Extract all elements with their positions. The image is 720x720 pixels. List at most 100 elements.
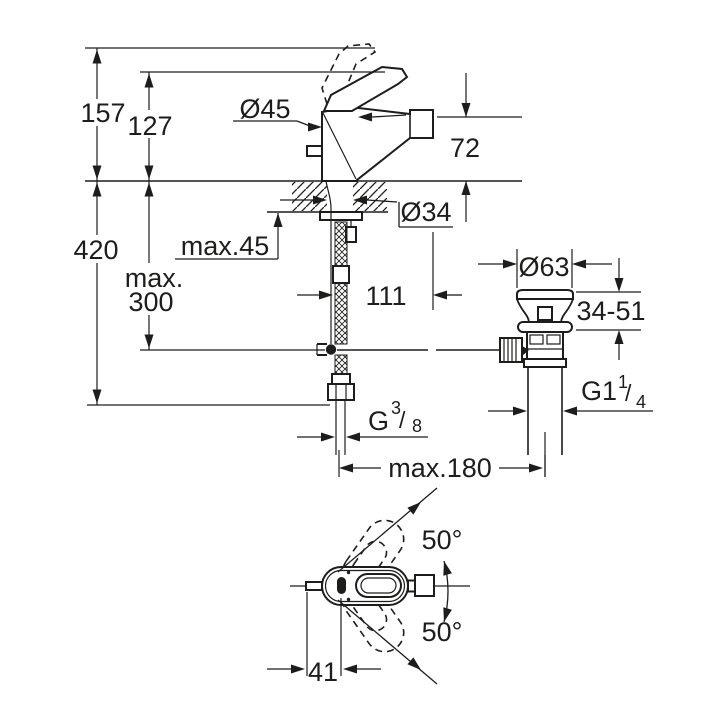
- dim-d34-stem-right: [366, 199, 398, 203]
- dim-127-arrow-down: [144, 165, 154, 180]
- angle-leader-upper: [337, 487, 438, 573]
- dim-thread-g114-sup: 1: [618, 372, 628, 392]
- dim-157-arrow-down: [92, 165, 102, 180]
- dim-max180: max.180: [338, 450, 546, 483]
- drain-lower-flange: [523, 358, 567, 368]
- flex-hose-braid-lower: [334, 354, 348, 375]
- dim-157-label-bg: [80, 99, 124, 126]
- deck-hatch-left: [292, 182, 327, 211]
- dim-g114-arrow-right: [513, 406, 527, 416]
- dim-width-111-label: 111: [365, 281, 406, 311]
- dim-max45: max.45: [175, 213, 283, 261]
- pop-up-knob-top-view: [337, 577, 346, 594]
- dim-g38-arrow-right: [321, 432, 335, 442]
- dim-height-72-label: 72: [450, 133, 480, 163]
- angle-arrow-upper: [407, 502, 421, 515]
- dim-111: 111: [297, 232, 462, 311]
- dim-angle-50: 50° 50°: [337, 487, 463, 685]
- dim-g38: G 3 / 8: [297, 398, 428, 442]
- dim-41-arrow-left: [343, 664, 357, 674]
- drain-valve-body: [526, 331, 564, 360]
- angle-leader-lower: [337, 599, 438, 685]
- dim-thread-g114-base: G1: [581, 376, 617, 406]
- body-inner-line: [322, 112, 357, 180]
- dim-dia45-label: Ø45: [239, 94, 290, 124]
- drain-funnel: [516, 298, 574, 323]
- hose-hex-nut: [327, 383, 355, 401]
- pop-up-rod-pin: [305, 581, 323, 591]
- dim-41-arrow-right: [291, 664, 305, 674]
- dim-d45-arrow-right: [308, 122, 322, 132]
- dim-range-34-51-label: 34-51: [576, 296, 645, 326]
- center-dot-bottom: [346, 597, 351, 602]
- dim-420-label-bg: [72, 235, 120, 263]
- dim-d45-leader: [296, 120, 311, 127]
- dim-max300-arrow-down: [144, 334, 154, 349]
- hose-coupler: [332, 265, 350, 284]
- dim-height-127-label: 127: [127, 111, 172, 141]
- dim-angle-upper-label: 50°: [422, 525, 463, 555]
- dim-3451-arrow-down: [614, 278, 624, 292]
- dim-d45: Ø45: [233, 94, 407, 132]
- rod-ball-joint: [325, 344, 337, 355]
- lever-slot-outer: [355, 573, 402, 598]
- connector-square: [414, 574, 435, 597]
- dim-420-arrow-down: [92, 389, 102, 404]
- dim-max180-arrow-right: [529, 463, 543, 473]
- dim-72: 72: [437, 73, 522, 222]
- handle-top-view-inner-outline: [324, 569, 406, 603]
- pop-up-knob-side: [306, 145, 323, 157]
- drain-lift-knob: [537, 306, 553, 321]
- dim-157-arrow-up: [92, 49, 102, 64]
- supply-hose-and-rod: [316, 180, 355, 455]
- dim-angle-lower-label: 50°: [422, 617, 463, 647]
- dim-thread-g38-base: G: [368, 406, 389, 436]
- angle-arc-arrow-top: [443, 561, 452, 576]
- dim-max180-label: max.180: [388, 453, 492, 483]
- flex-hose-braid-upper: [334, 221, 348, 267]
- handle-swing-lower-inner: [351, 589, 388, 632]
- lever-handle: [322, 65, 409, 112]
- dim-41: 41: [267, 592, 381, 687]
- dim-d63-arrow-left: [572, 259, 586, 269]
- dim-420: 420: [72, 181, 330, 406]
- flex-hose-braid-middle: [334, 282, 348, 345]
- hose-collar: [331, 373, 351, 385]
- dim-34-51: 34-51: [576, 258, 646, 360]
- dim-157: 157: [80, 47, 375, 181]
- dim-d34: Ø34: [280, 195, 453, 228]
- dim-thread-g114-sub: 4: [636, 392, 646, 412]
- center-dot-top: [346, 570, 351, 575]
- dim-height-420-label: 420: [73, 235, 118, 265]
- lever-slot-inner: [360, 577, 397, 594]
- faucet-top-view: [290, 519, 470, 653]
- dim-width-41-label: 41: [308, 657, 338, 687]
- dim-max45-arrow-up: [273, 213, 283, 227]
- dim-max300-label-bg: [121, 263, 181, 315]
- dim-72-arrow-down: [461, 103, 471, 117]
- dim-dia63-label: Ø63: [518, 252, 569, 282]
- dim-thread-g38-sub: 8: [412, 416, 422, 436]
- connector-stem: [407, 579, 416, 593]
- deck-hatch-right: [353, 182, 387, 211]
- dim-g38-arrow-left: [346, 432, 360, 442]
- dim-3451-arrow-up: [614, 330, 624, 344]
- dim-111-arrow-right: [319, 290, 333, 300]
- dim-127-label-bg: [127, 110, 173, 138]
- handle-raised-dashed-outline: [321, 43, 377, 108]
- angle-arrow-lower: [407, 657, 421, 670]
- rod-clamp-nut: [499, 337, 523, 363]
- mounting-washer: [319, 211, 363, 221]
- dim-max300-label-line1: max.: [125, 263, 184, 293]
- handle-swing-upper-inner: [351, 540, 388, 583]
- drain-assembly: [499, 289, 574, 477]
- dim-g114-arrow-left: [563, 406, 577, 416]
- dim-dia34-label: Ø34: [400, 197, 451, 227]
- clamp-wedge: [522, 346, 529, 356]
- pop-up-rod-vertical: [325, 180, 332, 344]
- dim-thread-g38-slash: /: [399, 407, 406, 433]
- faucet-side-view: [306, 43, 434, 182]
- dim-d45-stem-right: [371, 114, 407, 118]
